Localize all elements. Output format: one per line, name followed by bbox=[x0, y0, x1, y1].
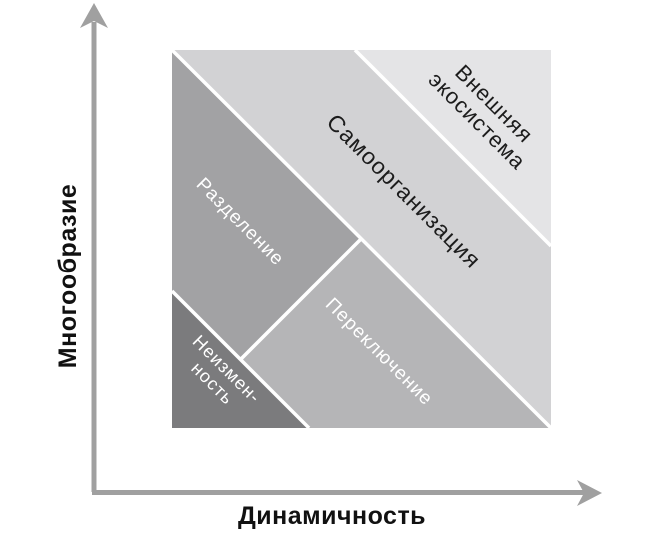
region-division bbox=[172, 50, 361, 360]
y-axis-arrowhead-icon bbox=[80, 3, 108, 28]
divider-division-switching bbox=[239, 237, 363, 361]
x-axis-arrowhead-icon bbox=[577, 480, 602, 506]
region-switching bbox=[240, 239, 551, 428]
axes bbox=[80, 3, 602, 506]
x-axis-label: Динамичность bbox=[238, 502, 426, 530]
divider-main-diagonal bbox=[172, 50, 551, 428]
divider-lines bbox=[172, 50, 551, 428]
region-switching-shape bbox=[240, 239, 551, 428]
divider-unchangeability bbox=[172, 289, 311, 428]
divider-external-selforg bbox=[353, 50, 551, 248]
matrix-square: Внешняя экосистема Самоорганизация Разде… bbox=[172, 50, 551, 428]
y-axis-label: Многообразие bbox=[54, 184, 82, 368]
region-division-shape bbox=[172, 50, 361, 360]
